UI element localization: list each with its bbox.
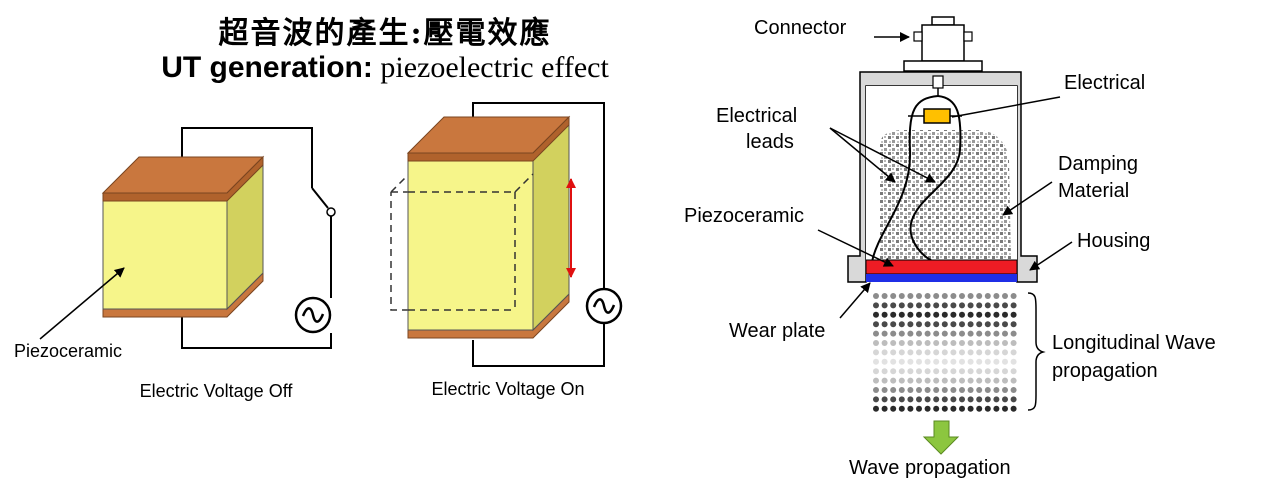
electrical-lead-1 <box>871 95 939 263</box>
piezo-body-front <box>407 152 534 331</box>
label-housing: Housing <box>1077 230 1150 252</box>
title-rest-part: piezoelectric effect <box>372 51 609 84</box>
electrical-component <box>923 108 951 124</box>
connector-body <box>921 24 965 62</box>
label-damping-line2: Material <box>1058 180 1129 202</box>
label-electrical: Electrical <box>1064 72 1145 94</box>
switch-lever <box>311 187 329 209</box>
wave-direction-arrow <box>922 420 960 455</box>
label-wear-plate: Wear plate <box>729 320 825 342</box>
wave-dots <box>873 293 1017 412</box>
caption-voltage-on: Electric Voltage On <box>431 379 584 399</box>
label-connector: Connector <box>754 17 847 39</box>
transducer-diagram <box>847 16 1038 455</box>
page-title-english: UT generation: piezoelectric effect <box>0 50 770 85</box>
wear-plate <box>866 274 1017 282</box>
wire-top-off <box>181 127 313 188</box>
label-damping-line1: Damping <box>1058 153 1138 175</box>
switch-contact <box>326 207 336 217</box>
electrical-lead-2 <box>909 95 962 263</box>
piezo-pointer-arrow <box>39 267 125 340</box>
label-longitudinal-line2: propagation <box>1052 360 1158 382</box>
wire-bottom-on <box>472 323 605 367</box>
label-electrical-leads-line1: Electrical <box>716 105 797 127</box>
damping-material <box>880 130 1011 260</box>
wave-bracket <box>1027 292 1046 411</box>
piezo-element <box>865 259 1018 275</box>
label-piezoceramic: Piezoceramic <box>684 205 804 227</box>
piezo-cube-voltage-off <box>101 127 336 349</box>
label-longitudinal-line1: Longitudinal Wave <box>1052 332 1216 354</box>
piezo-cube-voltage-on <box>390 102 623 367</box>
caption-voltage-off: Electric Voltage Off <box>140 381 294 401</box>
label-electrical-leads-line2: leads <box>746 131 794 153</box>
wire-bottom-off <box>181 313 332 349</box>
title-bold-part: UT generation: <box>161 51 373 84</box>
label-wave-propagation: Wave propagation <box>849 457 1011 479</box>
wire-top-on <box>472 102 605 288</box>
piezo-body-front <box>102 192 228 310</box>
piezo-label: Piezoceramic <box>14 341 122 361</box>
page-title-chinese: 超音波的產生:壓電效應 <box>218 16 552 51</box>
